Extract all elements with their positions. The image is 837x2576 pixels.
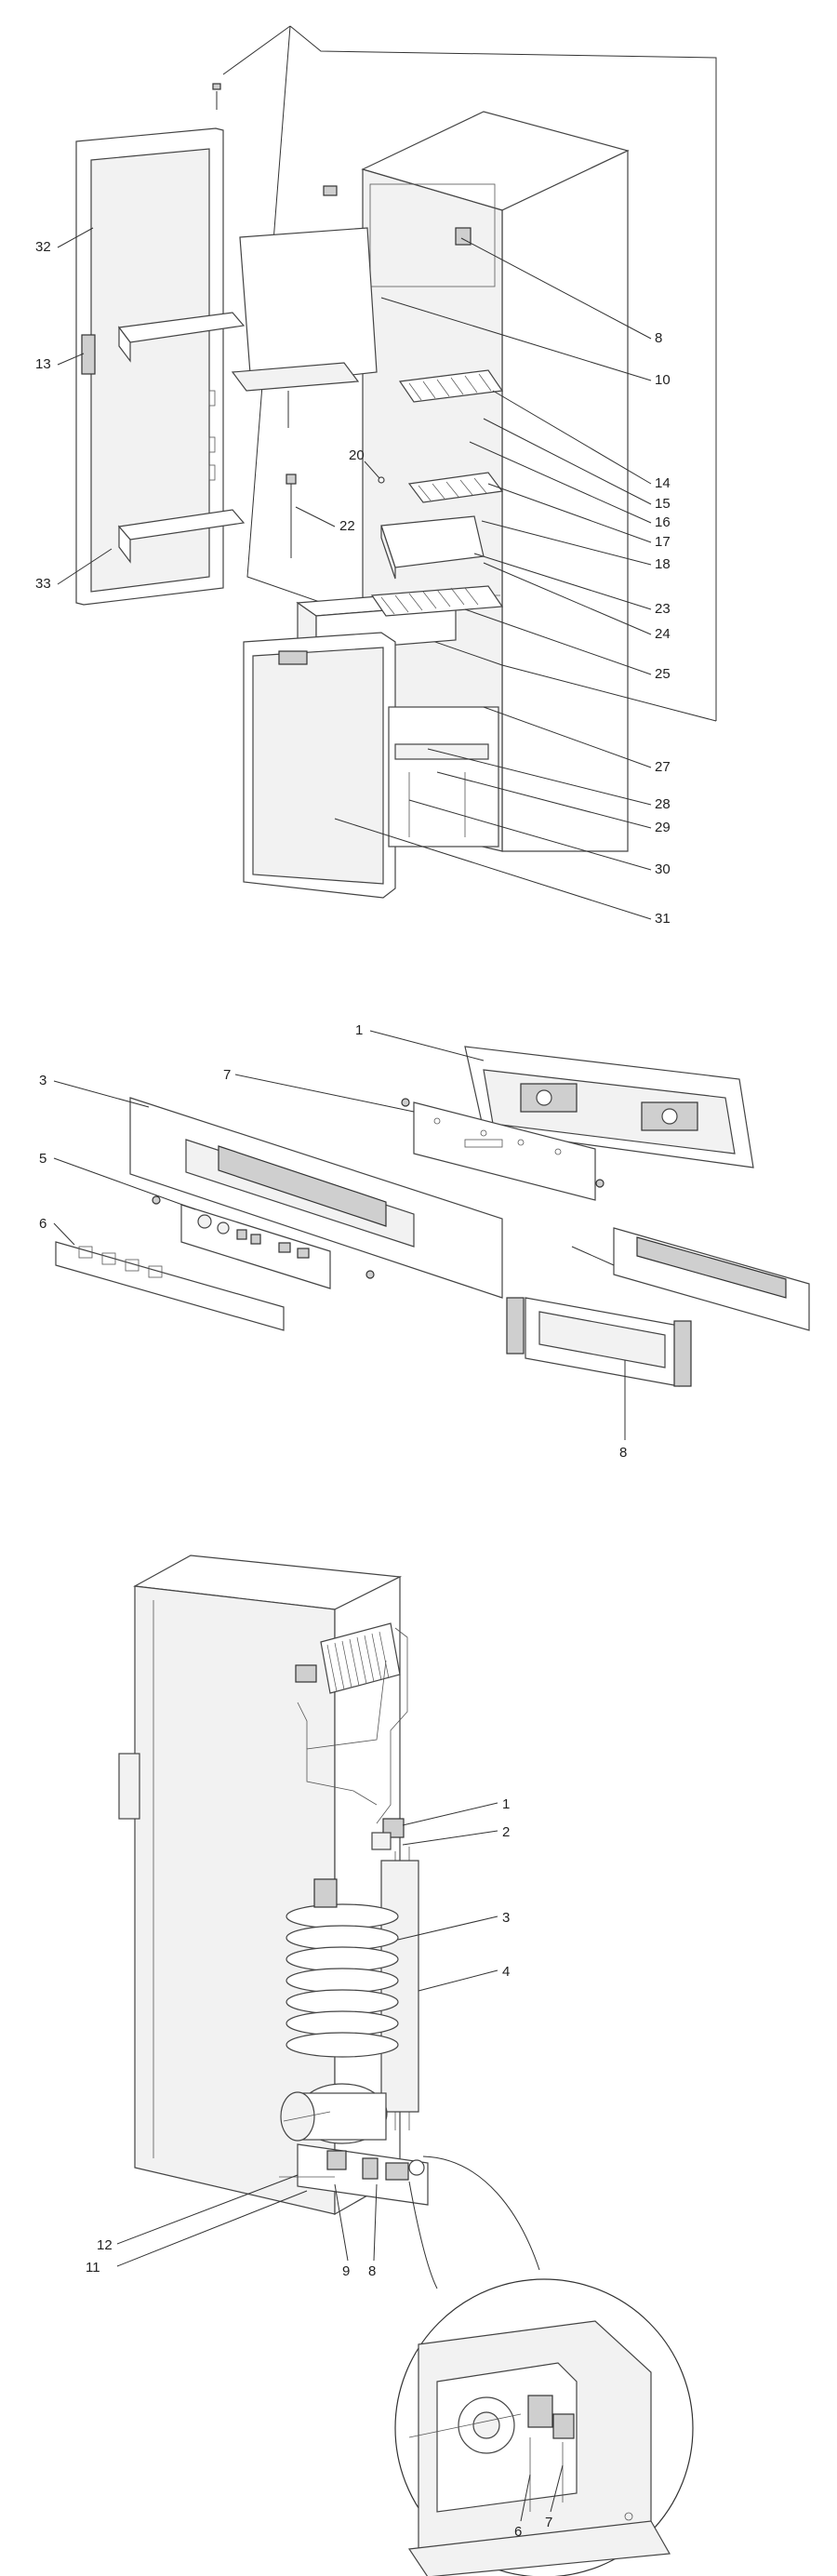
fig2-callout-5: 5	[39, 1151, 46, 1167]
callout-24: 24	[655, 626, 671, 642]
panel-cover	[129, 1097, 503, 1299]
fig2-callout-8: 8	[619, 1445, 627, 1461]
lower-door	[243, 632, 396, 899]
wire-shelf-2	[407, 472, 504, 503]
callout-30: 30	[655, 861, 671, 877]
callout-25: 25	[655, 666, 671, 682]
fig3-callout-4: 4	[502, 1964, 510, 1980]
callout-10: 10	[655, 372, 671, 388]
fig3-callout-11: 11	[86, 2260, 100, 2276]
figure-2-leaders	[53, 1030, 626, 1440]
condenser	[295, 1622, 401, 1694]
callout-8: 8	[655, 330, 662, 346]
callout-28: 28	[655, 796, 671, 812]
callout-32: 32	[35, 239, 51, 255]
fig3-callout-12: 12	[97, 2237, 113, 2253]
detail-zoom	[394, 2278, 694, 2576]
callout-16: 16	[655, 514, 671, 530]
figure-1-labels: 32 13 33 20 22 8 10 14 15 16 17 18 23 24…	[35, 239, 671, 927]
figure-1-leaders	[57, 227, 652, 920]
fig2-callout-1: 1	[355, 1022, 363, 1038]
sensor-wire	[286, 474, 385, 558]
label-strip	[55, 1241, 285, 1331]
callout-13: 13	[35, 356, 51, 372]
callout-18: 18	[655, 556, 671, 572]
freezer-compartment	[388, 706, 499, 848]
door-handle	[81, 334, 96, 375]
screw-d	[365, 1270, 375, 1279]
fig3-callout-7: 7	[545, 2515, 552, 2530]
thermostat-bracket	[455, 227, 472, 246]
fig2-callout-3: 3	[39, 1073, 46, 1088]
fig3-callout-8: 8	[368, 2263, 376, 2279]
callout-20: 20	[349, 447, 365, 463]
figure-3-labels: 1 2 3 4 12 11 9 8 6 7	[86, 1796, 552, 2540]
switch-board	[180, 1204, 331, 1289]
fig3-callout-6: 6	[514, 2524, 522, 2540]
callout-14: 14	[655, 475, 671, 491]
callout-29: 29	[655, 820, 671, 835]
upper-door	[75, 127, 246, 606]
rear-hinge	[118, 1753, 140, 1820]
figure-3-leaders	[116, 1802, 564, 2522]
absorber-coil	[286, 1878, 399, 2058]
callout-17: 17	[655, 534, 671, 550]
screw-b	[595, 1179, 604, 1188]
screw-a	[401, 1098, 410, 1107]
fig2-callout-7: 7	[223, 1067, 231, 1083]
figure-2-control-panel-exploded: 1 7 3 5 6 8	[39, 1022, 810, 1461]
callout-15: 15	[655, 496, 671, 512]
figure-1-refrigerator-exploded: 32 13 33 20 22 8 10 14 15 16 17 18 23 24…	[35, 25, 717, 927]
callout-27: 27	[655, 759, 671, 775]
bracket-strip	[413, 1101, 596, 1201]
side-frame	[613, 1227, 810, 1331]
boiler-reservoir	[280, 2083, 388, 2144]
freezer-grille	[370, 585, 504, 617]
top-screw	[212, 83, 221, 110]
fig3-callout-2: 2	[502, 1824, 510, 1840]
crisper-drawer	[380, 515, 485, 580]
fig3-callout-9: 9	[342, 2263, 350, 2279]
callout-23: 23	[655, 601, 671, 617]
figure-3-cooling-unit: 1 2 3 4 12 11 9 8 6 7	[86, 1555, 694, 2576]
callout-33: 33	[35, 576, 51, 592]
evaporator-plate	[239, 227, 378, 387]
shelf-upper	[231, 362, 360, 392]
burner-bracket	[279, 2143, 429, 2206]
figure-2-labels: 1 7 3 5 6 8	[39, 1022, 627, 1461]
drawer-rail	[506, 1297, 692, 1387]
callout-31: 31	[655, 911, 671, 927]
fig3-callout-3: 3	[502, 1910, 510, 1926]
wire-shelf-1	[398, 369, 504, 403]
fig2-callout-6: 6	[39, 1216, 46, 1232]
callout-22: 22	[339, 518, 355, 534]
cabinet-body	[361, 111, 630, 852]
fig3-callout-1: 1	[502, 1796, 510, 1812]
hinge-top	[323, 185, 338, 196]
screw-c	[152, 1195, 161, 1205]
